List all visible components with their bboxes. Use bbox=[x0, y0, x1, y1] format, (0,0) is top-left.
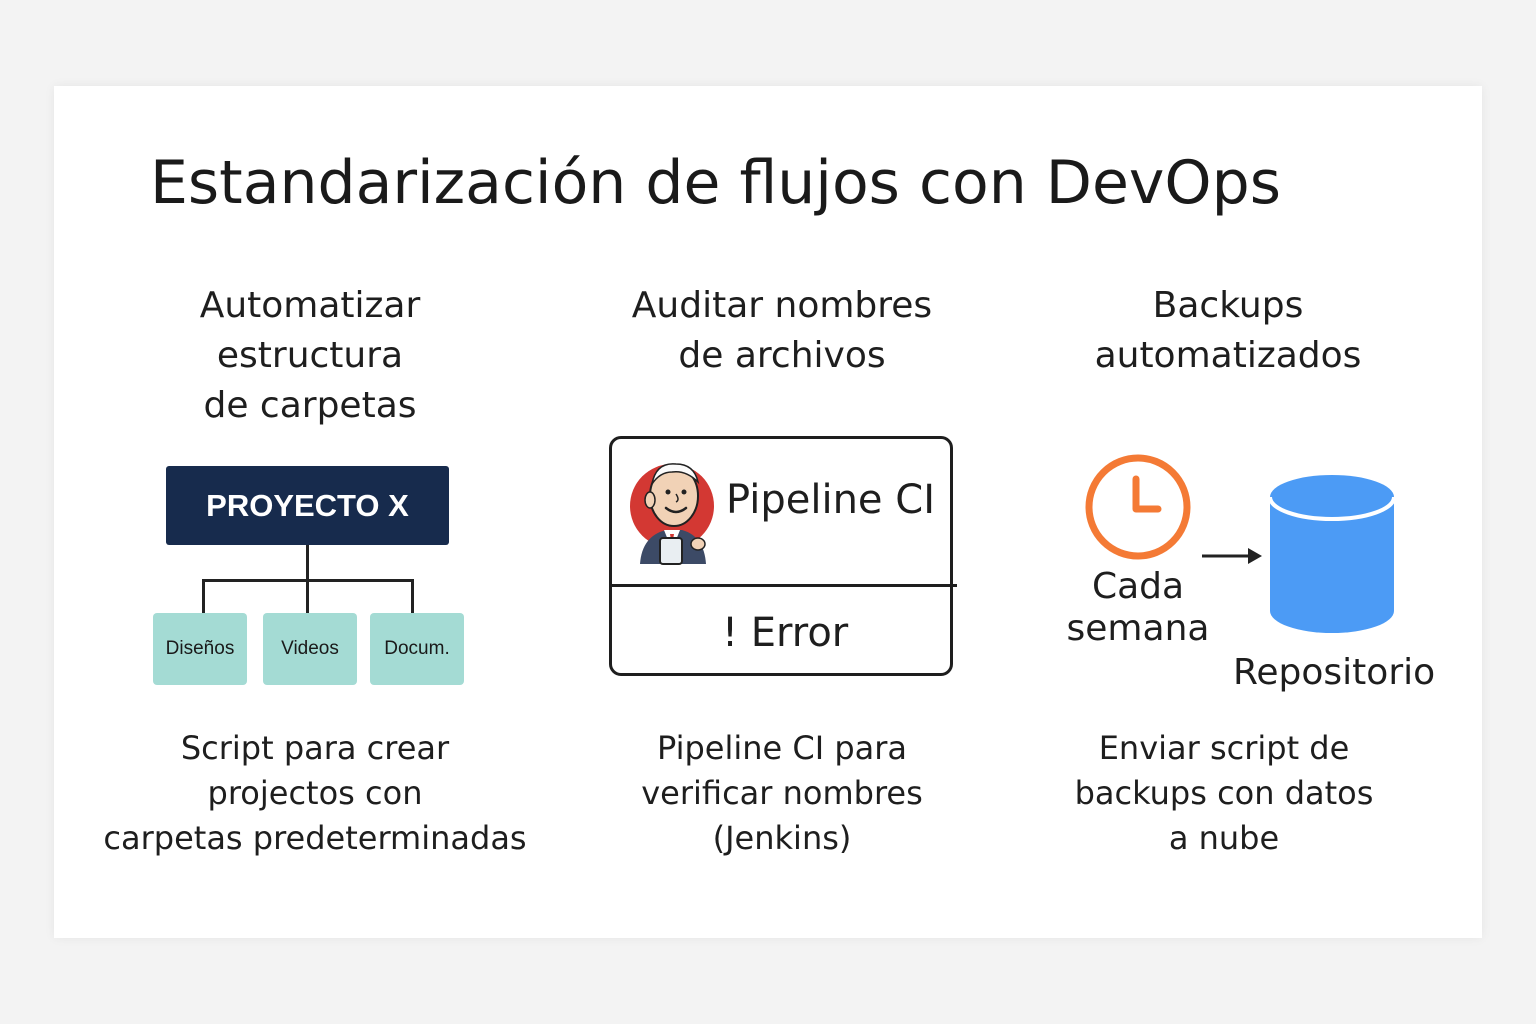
heading-line: automatizados bbox=[1094, 335, 1362, 376]
heading-line: de archivos bbox=[678, 335, 886, 376]
heading-line: Auditar nombres bbox=[631, 285, 933, 326]
description-line: carpetas predeterminadas bbox=[103, 819, 527, 857]
tree-connector bbox=[306, 545, 309, 580]
clock-icon bbox=[1085, 454, 1191, 560]
heading-line: Automatizar bbox=[199, 285, 421, 326]
pipeline-divider bbox=[609, 584, 957, 587]
description-line: backups con datos bbox=[1074, 774, 1374, 812]
tree-connector bbox=[306, 579, 309, 613]
tree-connector bbox=[411, 579, 414, 613]
description-line: Script para crear bbox=[180, 729, 450, 767]
arrow-right-icon bbox=[1202, 548, 1262, 564]
jenkins-logo-icon bbox=[630, 463, 714, 565]
database-icon bbox=[1268, 475, 1396, 633]
description-line: Pipeline CI para bbox=[656, 729, 908, 767]
section-description-backups: Enviar script de backups con datos a nub… bbox=[1044, 726, 1404, 861]
schedule-label-line: semana bbox=[1066, 608, 1210, 649]
project-root-box: PROYECTO X bbox=[166, 466, 449, 545]
heading-line: de carpetas bbox=[203, 385, 417, 426]
heading-line: Backups bbox=[1152, 285, 1304, 326]
repository-label: Repositorio bbox=[1233, 652, 1436, 693]
section-heading-audit: Auditar nombres de archivos bbox=[600, 281, 964, 381]
description-line: projectos con bbox=[207, 774, 423, 812]
pipeline-label: Pipeline CI bbox=[726, 477, 935, 523]
section-heading-backups: Backups automatizados bbox=[1060, 281, 1396, 381]
tree-connector bbox=[202, 579, 205, 613]
schedule-label: Cada semana bbox=[1050, 566, 1226, 650]
section-heading-folders: Automatizar estructura de carpetas bbox=[160, 281, 460, 431]
description-line: verificar nombres bbox=[641, 774, 923, 812]
folder-box-videos: Videos bbox=[263, 613, 357, 685]
description-line: (Jenkins) bbox=[712, 819, 852, 857]
description-line: a nube bbox=[1168, 819, 1280, 857]
heading-line: estructura bbox=[216, 335, 404, 376]
page-title: Estandarización de flujos con DevOps bbox=[150, 148, 1282, 218]
section-description-folders: Script para crear projectos con carpetas… bbox=[90, 726, 540, 861]
schedule-label-line: Cada bbox=[1091, 566, 1185, 607]
section-description-audit: Pipeline CI para verificar nombres (Jenk… bbox=[600, 726, 964, 861]
folder-box-disenos: Diseños bbox=[153, 613, 247, 685]
description-line: Enviar script de bbox=[1098, 729, 1350, 767]
folder-box-documentos: Docum. bbox=[370, 613, 464, 685]
error-label: ! Error bbox=[722, 610, 849, 656]
